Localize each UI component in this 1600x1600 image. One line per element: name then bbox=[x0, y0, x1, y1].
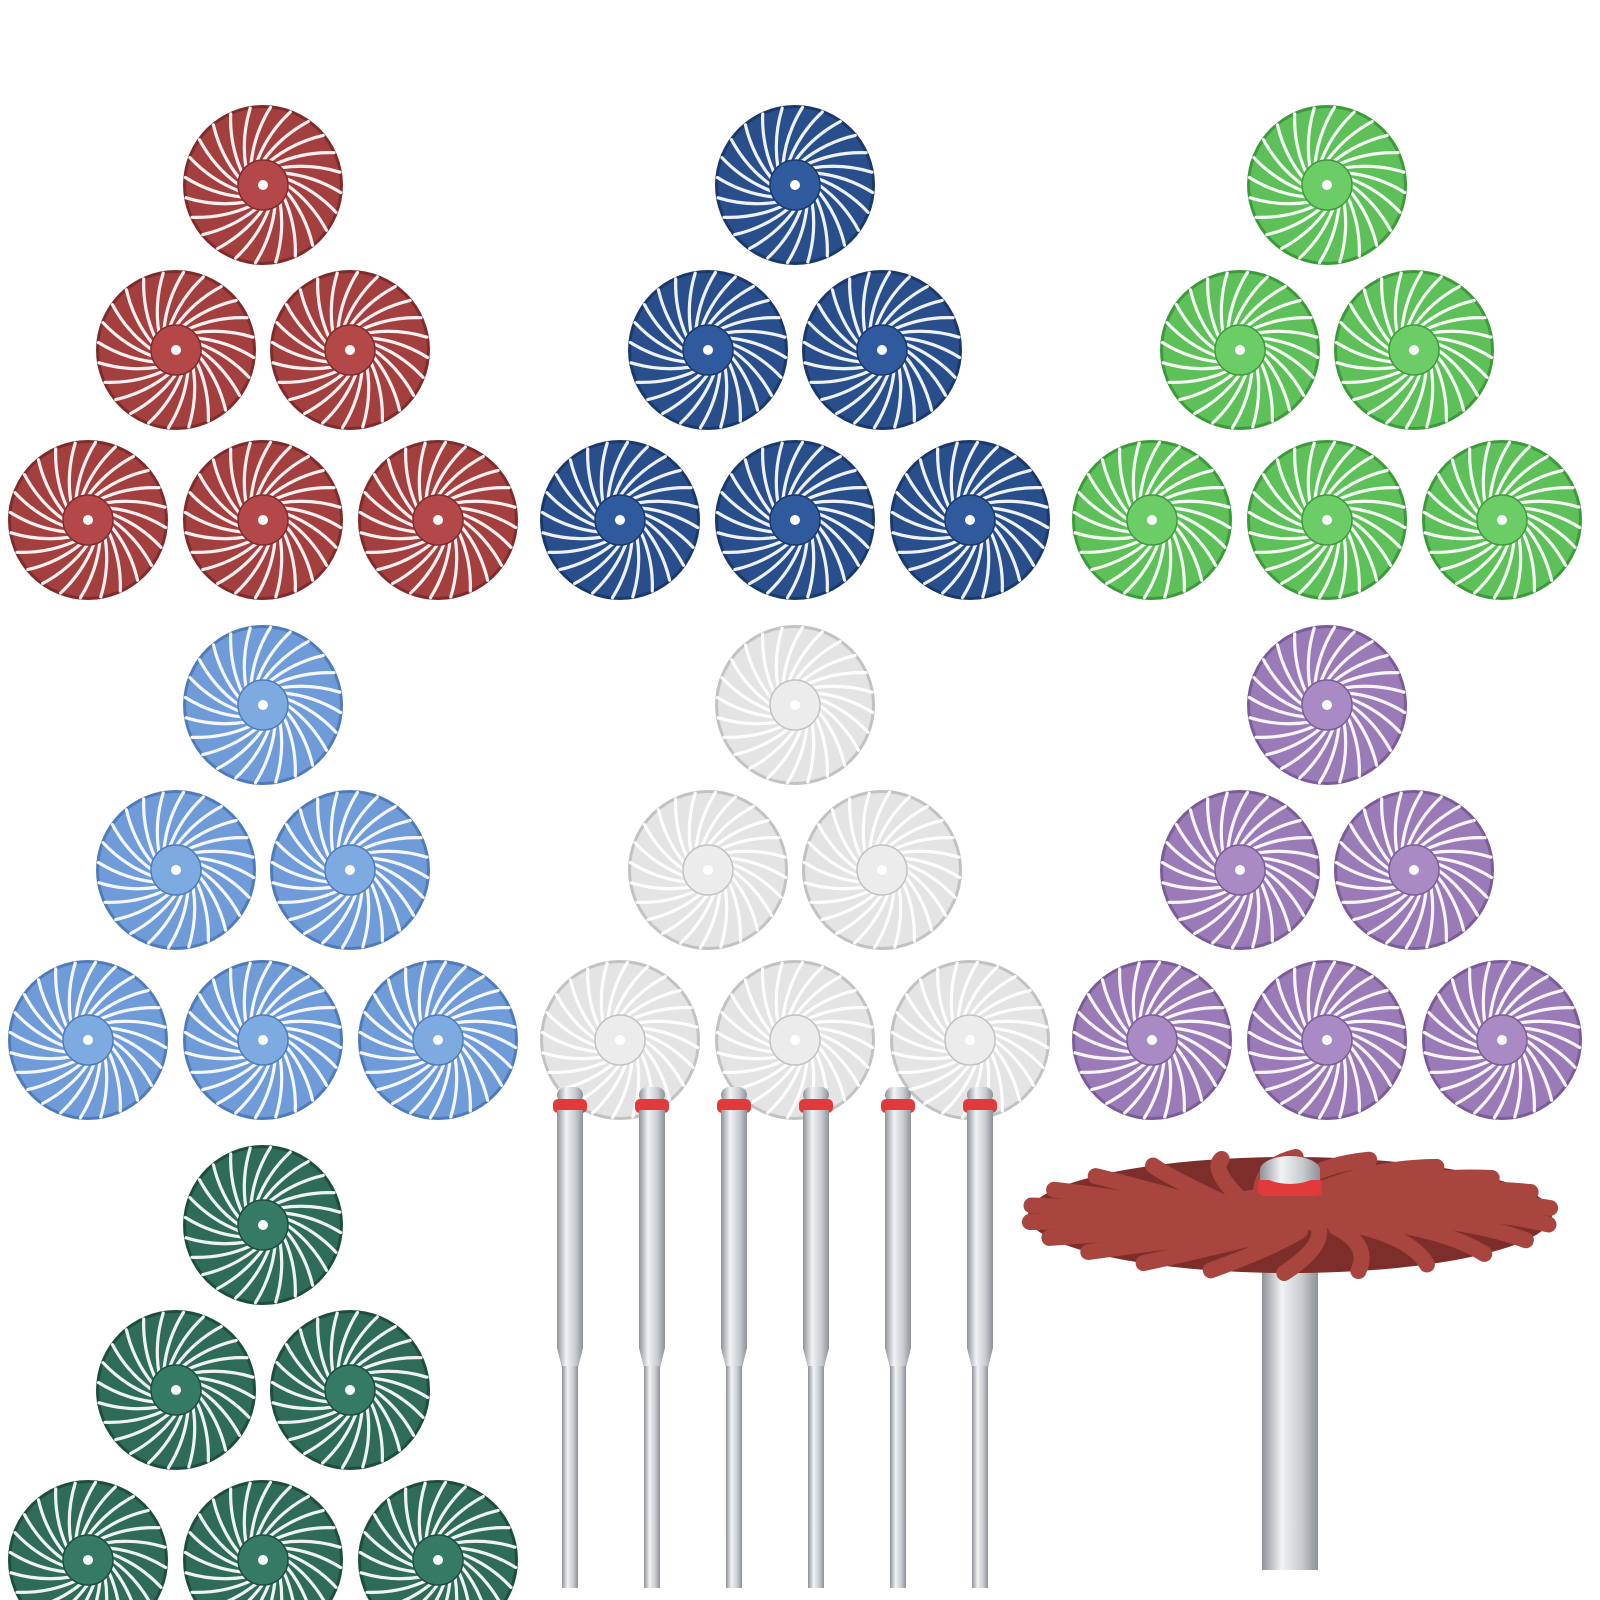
bristle-disc-teal-3 bbox=[270, 1310, 430, 1470]
bristle-disc-purple-4 bbox=[1072, 960, 1232, 1120]
bristle-disc-red-6 bbox=[358, 440, 518, 600]
bristle-disc-navy-3 bbox=[802, 270, 962, 430]
bristle-disc-teal-6 bbox=[358, 1480, 518, 1600]
disc-group-red bbox=[8, 105, 518, 600]
bristle-disc-purple-3 bbox=[1334, 790, 1494, 950]
bristle-disc-red-4 bbox=[8, 440, 168, 600]
mandrel-6 bbox=[963, 1087, 997, 1588]
bristle-disc-teal-4 bbox=[8, 1480, 168, 1600]
bristle-disc-sets bbox=[8, 105, 1582, 1600]
mandrel-5 bbox=[881, 1087, 915, 1588]
bristle-disc-white-4 bbox=[540, 960, 700, 1120]
bristle-disc-navy-2 bbox=[628, 270, 788, 430]
bristle-disc-light-blue-1 bbox=[183, 625, 343, 785]
bristle-disc-green-6 bbox=[1422, 440, 1582, 600]
bristle-disc-green-4 bbox=[1072, 440, 1232, 600]
mandrel-2 bbox=[635, 1087, 669, 1588]
bristle-disc-red-1 bbox=[183, 105, 343, 265]
bristle-disc-light-blue-6 bbox=[358, 960, 518, 1120]
bristle-disc-purple-2 bbox=[1160, 790, 1320, 950]
brush-ring bbox=[1258, 1178, 1322, 1196]
bristle-disc-teal-5 bbox=[183, 1480, 343, 1600]
bristle-disc-white-5 bbox=[715, 960, 875, 1120]
bristle-disc-white-1 bbox=[715, 625, 875, 785]
bristle-disc-red-2 bbox=[96, 270, 256, 430]
disc-group-teal bbox=[8, 1145, 518, 1600]
bristle-disc-purple-5 bbox=[1247, 960, 1407, 1120]
bristle-disc-green-2 bbox=[1160, 270, 1320, 430]
mandrel-4 bbox=[799, 1087, 833, 1588]
bristle-disc-light-blue-4 bbox=[8, 960, 168, 1120]
bristle-disc-teal-2 bbox=[96, 1310, 256, 1470]
mandrel-3 bbox=[717, 1087, 751, 1588]
bristle-disc-green-1 bbox=[1247, 105, 1407, 265]
bristle-disc-navy-5 bbox=[715, 440, 875, 600]
bristle-disc-white-3 bbox=[802, 790, 962, 950]
disc-group-white bbox=[540, 625, 1050, 1120]
mandrel-set bbox=[553, 1087, 997, 1588]
bristle-disc-white-2 bbox=[628, 790, 788, 950]
brush-shaft bbox=[1262, 1250, 1318, 1570]
bristle-disc-navy-6 bbox=[890, 440, 1050, 600]
brush-bristle bbox=[1276, 1221, 1328, 1281]
brush-bristle bbox=[1349, 1211, 1493, 1262]
bristle-disc-light-blue-2 bbox=[96, 790, 256, 950]
bristle-disc-green-5 bbox=[1247, 440, 1407, 600]
bristle-disc-red-3 bbox=[270, 270, 430, 430]
brush-bristle bbox=[1202, 1222, 1308, 1279]
disc-group-navy bbox=[540, 105, 1050, 600]
bristle-disc-purple-6 bbox=[1422, 960, 1582, 1120]
bristle-disc-light-blue-3 bbox=[270, 790, 430, 950]
brush-bristle bbox=[1087, 1168, 1231, 1219]
assembled-bristle-brush bbox=[1021, 1149, 1559, 1570]
mandrel-1 bbox=[553, 1087, 587, 1588]
bristle-disc-white-6 bbox=[890, 960, 1050, 1120]
brush-bristle bbox=[1327, 1219, 1370, 1279]
disc-group-purple bbox=[1072, 625, 1582, 1120]
brush-hub bbox=[1212, 1187, 1368, 1231]
bristle-disc-purple-1 bbox=[1247, 625, 1407, 785]
bristle-disc-teal-1 bbox=[183, 1145, 343, 1305]
disc-group-light-blue bbox=[8, 625, 518, 1120]
disc-group-green bbox=[1072, 105, 1582, 600]
bristle-disc-red-5 bbox=[183, 440, 343, 600]
brush-bristle bbox=[1349, 1201, 1557, 1233]
bristle-disc-green-3 bbox=[1334, 270, 1494, 430]
bristle-disc-light-blue-5 bbox=[183, 960, 343, 1120]
bristle-disc-navy-1 bbox=[715, 105, 875, 265]
bristle-disc-navy-4 bbox=[540, 440, 700, 600]
brush-bristle bbox=[1340, 1215, 1435, 1273]
